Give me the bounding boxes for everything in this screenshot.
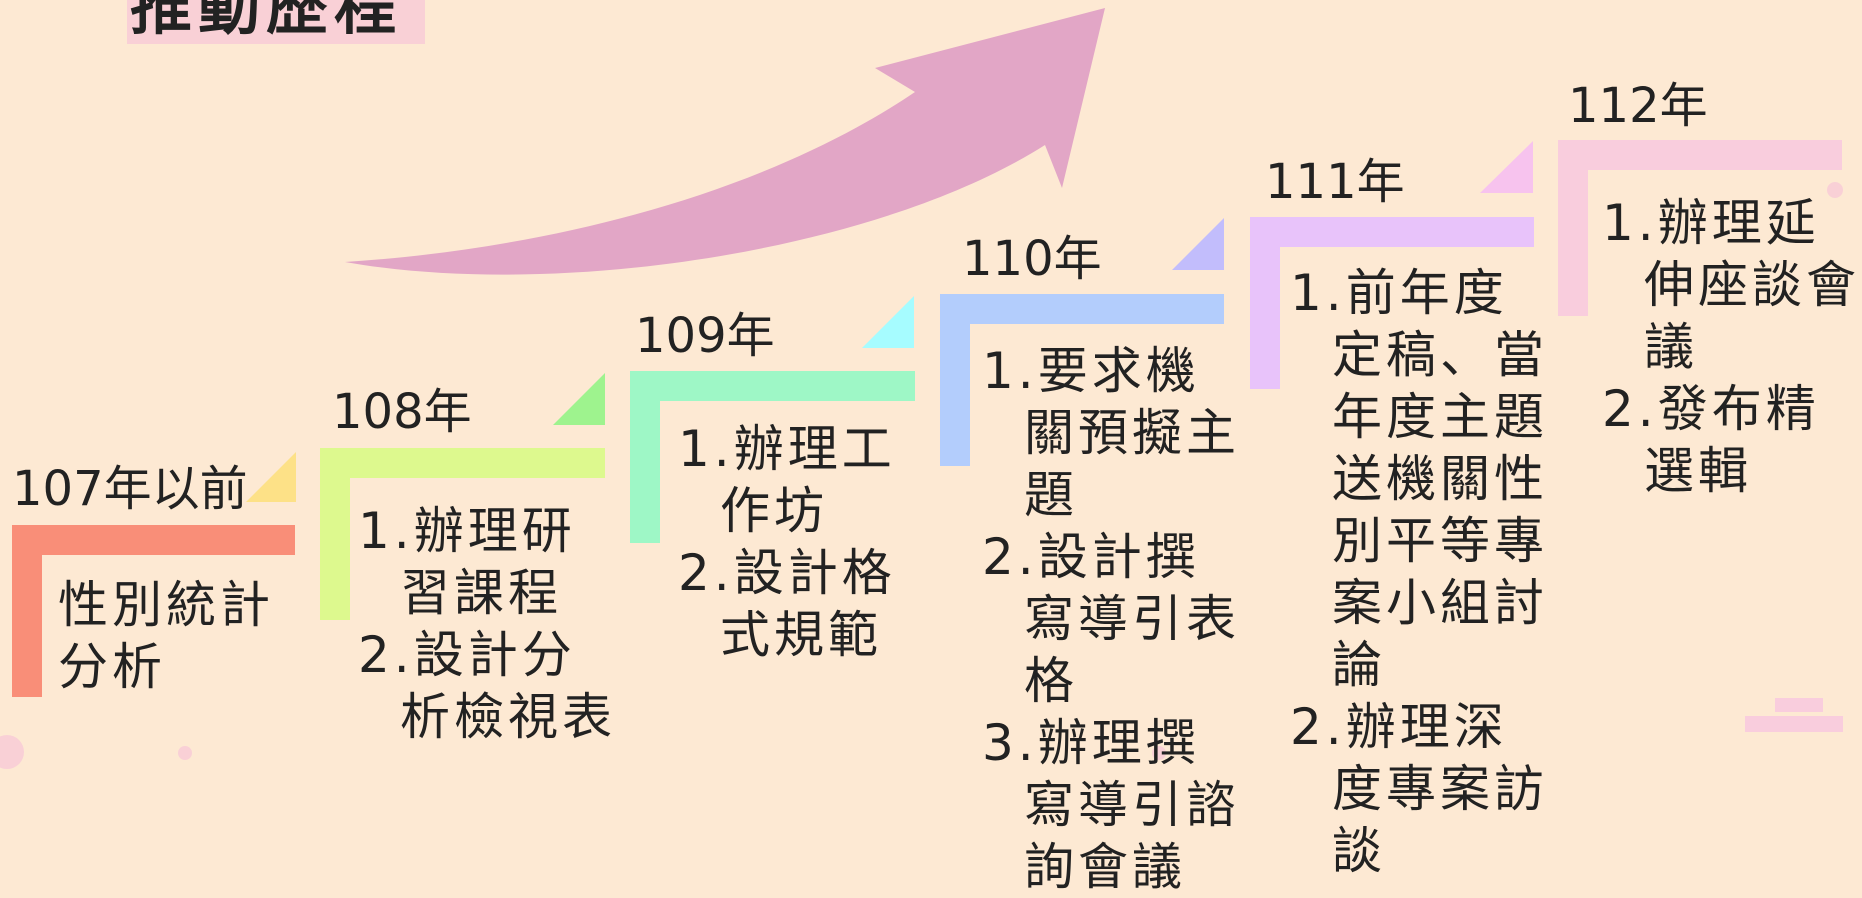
step-triangles [246,141,1533,502]
step-year-107: 107年以前 [12,461,248,517]
decor-bricks [1775,698,1823,712]
step-item: 2.設計撰寫導引表格 [982,528,1240,710]
step-bar-112-vertical [1558,140,1588,316]
step-bar-109-vertical [630,371,660,543]
step-items-108: 1.辦理研習課程 2.設計分析檢視表 [358,500,623,748]
step-items-110: 1.要求機關預擬主題 2.設計撰寫導引表格 3.辦理撰寫導引諮詢會議 [982,340,1247,898]
triangle-107 [246,452,296,502]
triangle-109 [862,296,914,348]
step-item: 2.發布精選輯 [1602,380,1820,500]
triangle-110 [1172,218,1224,270]
step-year-111: 111年 [1265,154,1405,210]
step-bar-109-horizontal [630,371,915,401]
decor-dot [1152,746,1166,760]
step-item: 2.設計格式規範 [678,544,896,664]
step-bar-110-vertical [940,294,970,466]
growth-arrow-icon [345,8,1105,275]
triangle-108 [553,373,605,425]
step-year-110: 110年 [962,231,1102,287]
step-item: 1.辦理延伸座談會議 [1602,194,1860,376]
title-highlight [127,0,425,44]
step-item: 1.要求機關預擬主題 [982,342,1240,524]
step-items-107: 性別統計分析 [58,574,278,698]
step-bar-107-horizontal [12,525,295,555]
step-item: 性別統計分析 [58,576,274,696]
step-bar-111-horizontal [1250,217,1534,247]
page-title: 推動歷程 [130,0,403,43]
step-bar-110-horizontal [940,294,1224,324]
step-bar-108-vertical [320,448,350,620]
arrow-body [345,8,1105,275]
step-year-112: 112年 [1568,78,1708,134]
step-items-109: 1.辦理工作坊 2.設計格式規範 [678,418,943,666]
step-items-112: 1.辦理延伸座談會議 2.發布精選輯 [1602,192,1862,502]
step-item: 2.辦理深度專案訪談 [1290,698,1548,880]
step-items-111: 1.前年度定稿、當年度主題送機關性別平等專案小組討論 2.辦理深度專案訪談 [1290,262,1555,882]
triangle-111 [1480,141,1533,193]
step-bar-112-horizontal [1558,140,1842,170]
step-item: 3.辦理撰寫導引諮詢會議 [982,714,1240,896]
step-year-108: 108年 [332,384,472,440]
step-bar-108-horizontal [320,448,605,478]
decor-bricks [1745,716,1843,732]
step-year-109: 109年 [635,308,775,364]
step-bar-107-vertical [12,525,42,697]
decor-dot [1827,182,1843,198]
step-bar-111-vertical [1250,217,1280,389]
step-item: 2.設計分析檢視表 [358,626,616,746]
step-item: 1.辦理工作坊 [678,420,896,540]
step-item: 1.辦理研習課程 [358,502,576,622]
step-item: 1.前年度定稿、當年度主題送機關性別平等專案小組討論 [1290,264,1548,694]
decor-dot [178,746,192,760]
